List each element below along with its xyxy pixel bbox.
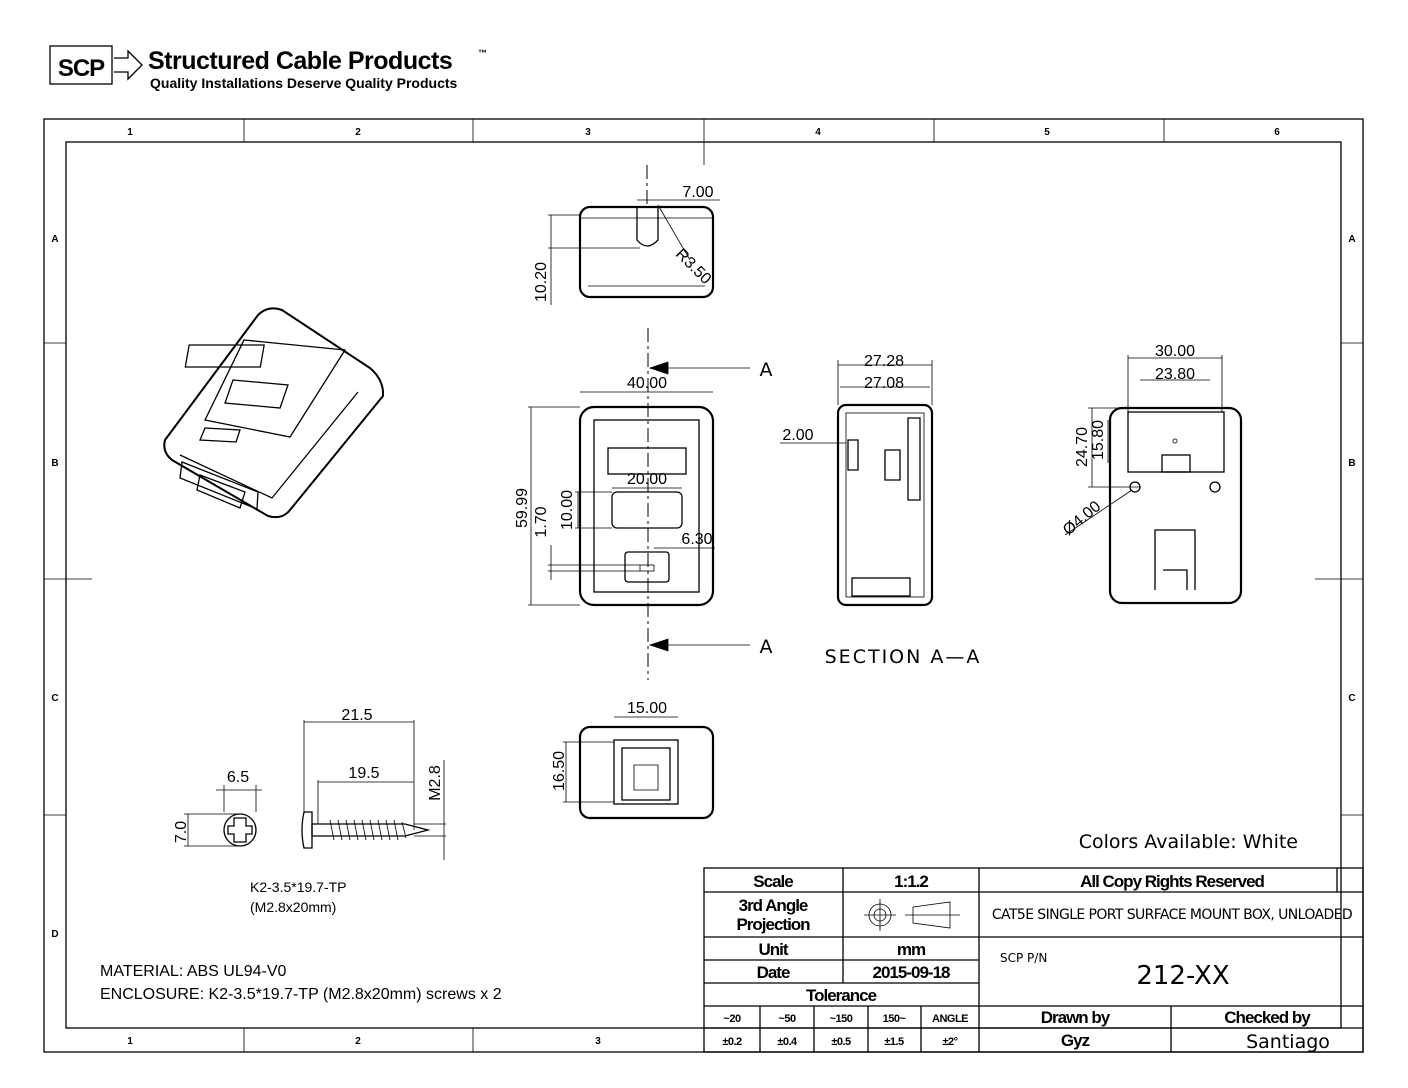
top-height-text: 10.20	[533, 262, 550, 302]
3-text: 4	[815, 127, 821, 138]
bottom-view: 15.00 16.50	[551, 700, 715, 820]
top-radius-text: R3.50	[672, 246, 714, 288]
0-text: A	[1348, 234, 1355, 245]
1-text: ~50	[778, 1013, 796, 1025]
checked-label-text: Checked by	[1224, 1008, 1311, 1027]
0-text: 1	[127, 1036, 133, 1047]
front-height-text: 59.99	[514, 488, 531, 528]
2-text: ±0.5	[831, 1036, 851, 1048]
projection-label-1-text: 3rd Angle	[739, 896, 808, 915]
part-number: 212-XX	[1136, 961, 1229, 991]
section-label: SECTION A—A	[825, 646, 982, 668]
screw-len-text: 21.5	[341, 707, 372, 724]
screw-thread-text: 19.5	[348, 765, 379, 782]
rear-view: 30.00 23.80 24.70 15.80 Ø4.00	[1060, 343, 1243, 605]
tm-text: ™	[478, 48, 487, 58]
pn-label-text: SCP P/N	[1000, 951, 1047, 965]
unit-label-text: Unit	[758, 940, 788, 959]
projection-label-2-text: Projection	[736, 915, 810, 934]
0-text: ~20	[723, 1013, 741, 1025]
4-text: ANGLE	[932, 1013, 968, 1025]
scp-logo: SCP Structured Cable Products ™ Quality …	[49, 45, 487, 91]
0-text: ±0.2	[722, 1036, 742, 1048]
section-w2-text: 27.08	[864, 375, 904, 392]
section-marker-bottom: A	[760, 636, 773, 658]
head-h-text: 7.0	[173, 821, 190, 843]
section-marker-top: A	[760, 359, 773, 381]
rear-hole-text: Ø4.00	[1060, 498, 1104, 539]
material-note: MATERIAL: ABS UL94-V0	[100, 963, 287, 980]
rear-h1-text: 24.70	[1074, 427, 1091, 467]
screw-dia-text: M2.8	[427, 765, 444, 801]
front-width-text: 40.00	[627, 375, 667, 392]
tagline: Quality Installations Deserve Quality Pr…	[150, 75, 458, 91]
drawn-label-text: Drawn by	[1041, 1008, 1111, 1027]
screw-size-note: (M2.8x20mm)	[250, 899, 336, 915]
dim-top-width: 7.00	[682, 184, 713, 201]
rear-w1-text: 30.00	[1155, 343, 1195, 360]
front-port-text: 6.30	[681, 531, 712, 548]
screw-part-note: K2-3.5*19.7-TP	[250, 879, 347, 895]
tolerance-label-text: Tolerance	[806, 986, 877, 1005]
2-text: ~150	[830, 1013, 853, 1025]
arrow-icon	[114, 49, 143, 81]
3-text: 150~	[883, 1013, 907, 1025]
2-text: 3	[585, 127, 591, 138]
front-window-text: 20.00	[627, 471, 667, 488]
enclosure-note: ENCLOSURE: K2-3.5*19.7-TP (M2.8x20mm) sc…	[100, 986, 502, 1003]
4-text: ±2°	[942, 1036, 957, 1048]
3-text: D	[51, 929, 58, 940]
date-label-text: Date	[757, 963, 790, 982]
mark-text: SCP	[58, 55, 105, 82]
3-text: ±1.5	[884, 1036, 904, 1048]
2-text: C	[51, 693, 58, 704]
2-text: C	[1348, 693, 1355, 704]
front-offset-text: 1.70	[533, 506, 550, 537]
third-angle-projection-symbol	[864, 899, 960, 931]
1-text: ±0.4	[777, 1036, 798, 1048]
scale-text: 1:1.2	[894, 872, 928, 891]
0-text: A	[51, 234, 58, 245]
1-text: 2	[355, 127, 361, 138]
rear-h2-text: 15.80	[1090, 420, 1107, 460]
title-block: Scale 1:1.2 3rd Angle Projection Unit mm…	[703, 867, 1364, 1053]
drawn-text: Gyz	[1061, 1031, 1090, 1050]
isometric-view	[163, 307, 385, 519]
head-w-text: 6.5	[227, 769, 249, 786]
drawing-description: CAT5E SINGLE PORT SURFACE MOUNT BOX, UNL…	[992, 907, 1352, 923]
screw-drawing: 21.5 19.5 M2.8 6.5 7.0	[173, 707, 446, 860]
1-text: 2	[355, 1036, 361, 1047]
date-text: 2015-09-18	[873, 963, 951, 982]
company-name: Structured Cable Products	[148, 47, 452, 75]
section-view: 27.28 27.08 2.00 SECTION A—A	[780, 353, 982, 668]
section-wall-text: 2.00	[782, 427, 813, 444]
scale-label-text: Scale	[753, 872, 793, 891]
checked-text: Santiago	[1246, 1031, 1330, 1053]
front-view: 40.00 59.99 20.00 10.00 1.70 6.30 A A	[514, 328, 773, 680]
front-window-h-text: 10.00	[559, 490, 576, 530]
rear-w2-text: 23.80	[1155, 366, 1195, 383]
copyright-text: All Copy Rights Reserved	[1080, 872, 1264, 891]
bottom-width-text: 15.00	[627, 700, 667, 717]
1-text: B	[1348, 458, 1355, 469]
colors-note: Colors Available: White	[1079, 831, 1298, 853]
1-text: B	[51, 458, 58, 469]
top-view: 7.00 R3.50 10.20	[533, 165, 720, 305]
section-w1-text: 27.28	[864, 353, 904, 370]
2-text: 3	[595, 1036, 601, 1047]
0-text: 1	[127, 127, 133, 138]
bottom-height-text: 16.50	[551, 751, 568, 791]
5-text: 6	[1274, 127, 1280, 138]
unit-text: mm	[897, 940, 926, 959]
4-text: 5	[1044, 127, 1050, 138]
